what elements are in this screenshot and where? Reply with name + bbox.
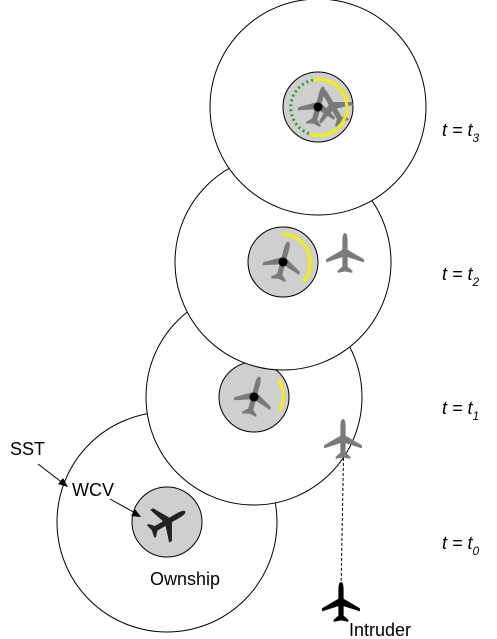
clear-heading-arc <box>289 78 314 136</box>
sst-pointer-arrow <box>37 463 68 487</box>
time-label-t0: t = t0 <box>442 533 480 558</box>
time-label-t3-prefix: t = t <box>442 120 474 140</box>
time-label-t2-subscript: 2 <box>472 275 480 289</box>
ownship-label: Ownship <box>150 569 220 589</box>
intruder-airplane-icon <box>322 582 360 622</box>
ownship-center-dot <box>313 102 323 112</box>
time-label-t1: t = t1 <box>442 398 479 423</box>
intruder-label: Intruder <box>349 620 411 639</box>
time-label-t0-prefix: t = t <box>442 533 474 553</box>
timestep-t3 <box>209 0 427 216</box>
time-label-t2: t = t2 <box>442 264 480 289</box>
time-label-t0-subscript: 0 <box>473 544 480 558</box>
time-label-t3-subscript: 3 <box>473 131 480 145</box>
sst-label: SST <box>10 439 45 459</box>
ownship-center-dot <box>278 257 288 267</box>
time-label-t1-prefix: t = t <box>442 398 474 418</box>
wcv-pointer-arrow <box>109 498 141 517</box>
wcv-label: WCV <box>72 480 114 500</box>
time-label-t3: t = t3 <box>442 120 480 145</box>
heading-arc <box>281 232 312 283</box>
time-label-t2-prefix: t = t <box>442 264 474 284</box>
heading-arc <box>276 379 285 412</box>
time-label-t1-subscript: 1 <box>473 409 480 423</box>
ownship-center-dot <box>249 392 259 402</box>
heading-arc <box>309 77 349 137</box>
